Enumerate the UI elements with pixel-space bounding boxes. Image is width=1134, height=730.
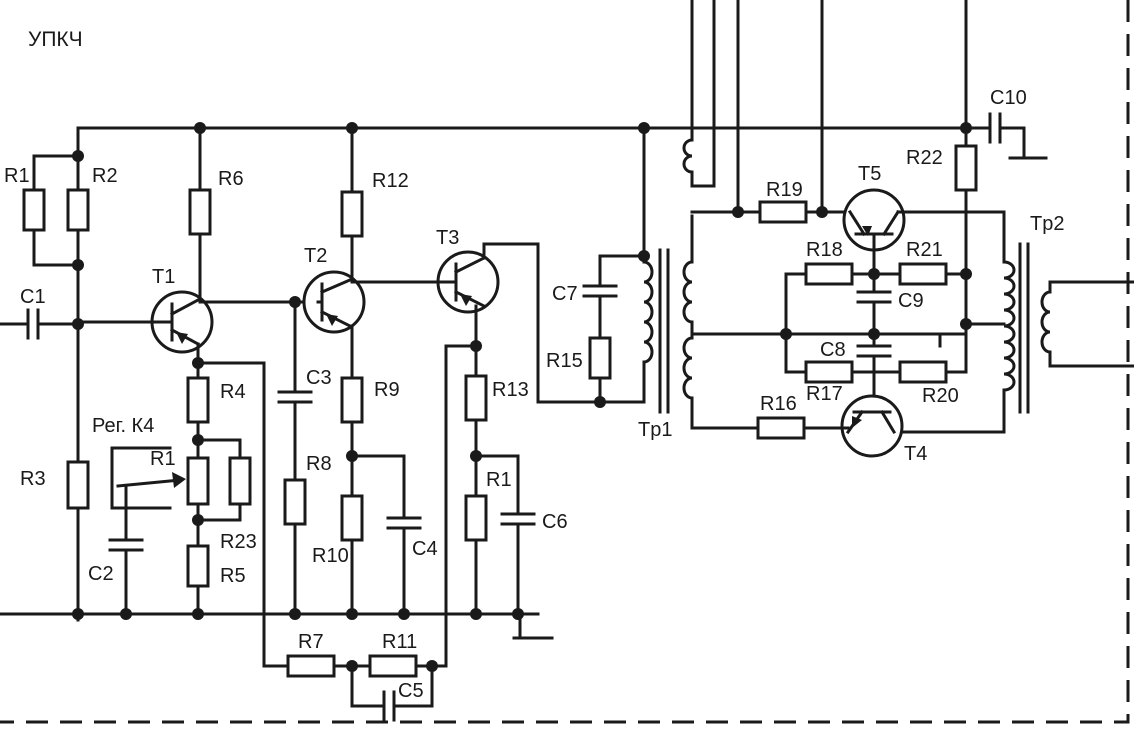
capacitor-c8	[856, 332, 892, 406]
capacitor-c2	[108, 484, 144, 616]
label-r5: R5	[220, 565, 246, 587]
label-r4: R4	[220, 381, 246, 403]
resistor-r6	[188, 188, 212, 236]
label-r16: R16	[760, 393, 797, 415]
resistor-r10	[340, 494, 364, 542]
label-r17: R17	[806, 383, 843, 405]
label-t4: T4	[904, 443, 927, 465]
transistor-t5	[842, 188, 906, 274]
label-r21: R21	[906, 239, 943, 261]
resistor-r21	[898, 262, 948, 286]
label-t1: T1	[152, 266, 175, 288]
resistor-r1c	[464, 494, 488, 542]
label-tp1: Tp1	[638, 419, 672, 441]
resistor-r13	[464, 374, 488, 422]
label-t2: T2	[304, 245, 327, 267]
resistor-r1-r2-pair	[22, 154, 90, 267]
label-c4: C4	[412, 538, 438, 560]
label-c3: C3	[306, 367, 332, 389]
label-r22: R22	[906, 147, 943, 169]
label-r12: R12	[372, 170, 409, 192]
label-r23: R23	[220, 531, 257, 553]
resistor-r8	[283, 478, 307, 526]
resistor-r15	[588, 336, 612, 380]
capacitor-c10	[964, 112, 1048, 160]
label-r20: R20	[922, 385, 959, 407]
transformer-tp2	[1018, 242, 1134, 414]
label-r18: R18	[806, 239, 843, 261]
resistor-r16	[756, 416, 806, 440]
resistor-r3	[66, 460, 90, 510]
transistor-t2	[302, 270, 366, 334]
resistor-r9	[340, 376, 364, 424]
label-c1: C1	[20, 286, 46, 308]
resistor-r19	[758, 200, 808, 224]
module-title: УПКЧ	[28, 28, 83, 51]
resistor-r11	[368, 654, 418, 678]
label-c5: C5	[398, 680, 424, 702]
label-r2: R2	[92, 165, 118, 187]
resistor-r18	[804, 262, 854, 286]
resistor-r17	[804, 360, 854, 384]
label-reg-k4: Рег. К4	[92, 415, 154, 437]
label-c9: C9	[898, 290, 924, 312]
capacitor-c6	[474, 454, 536, 616]
label-c2: C2	[88, 563, 114, 585]
label-c8: C8	[820, 339, 846, 361]
label-r11: R11	[382, 631, 417, 653]
label-r15: R15	[546, 350, 583, 372]
label-r10: R10	[312, 545, 349, 567]
resistor-r4	[186, 376, 210, 424]
label-c10: C10	[990, 87, 1027, 109]
label-t3: T3	[436, 227, 459, 249]
label-c6: C6	[542, 511, 568, 533]
junction-dots	[72, 122, 972, 672]
resistor-r20	[898, 360, 948, 384]
capacitor-c7	[582, 126, 646, 340]
label-r8: R8	[306, 453, 332, 475]
resistor-r5	[186, 544, 210, 588]
label-r7: R7	[298, 631, 324, 653]
resistor-r22	[954, 144, 978, 192]
capacitor-c5	[350, 664, 434, 722]
label-r1c: R1	[486, 469, 512, 491]
label-r3: R3	[20, 468, 46, 490]
label-r13: R13	[492, 379, 529, 401]
transistor-t4	[840, 394, 904, 458]
label-r1a: R1	[4, 165, 30, 187]
label-r9: R9	[374, 379, 400, 401]
resistor-r12	[340, 190, 364, 238]
label-c7: C7	[552, 283, 578, 305]
capacitor-c1	[0, 308, 80, 340]
label-r19: R19	[766, 179, 803, 201]
capacitor-c4	[350, 454, 422, 616]
label-r6: R6	[218, 168, 244, 190]
transformer-tp1	[598, 0, 716, 430]
label-tp2: Tp2	[1030, 213, 1064, 235]
label-t5: T5	[858, 163, 881, 185]
resistor-r7	[286, 654, 336, 678]
capacitor-c3	[277, 300, 313, 482]
label-r1b: R1	[150, 448, 176, 470]
resistor-r23	[196, 438, 252, 522]
regulator-bracket	[110, 446, 172, 510]
